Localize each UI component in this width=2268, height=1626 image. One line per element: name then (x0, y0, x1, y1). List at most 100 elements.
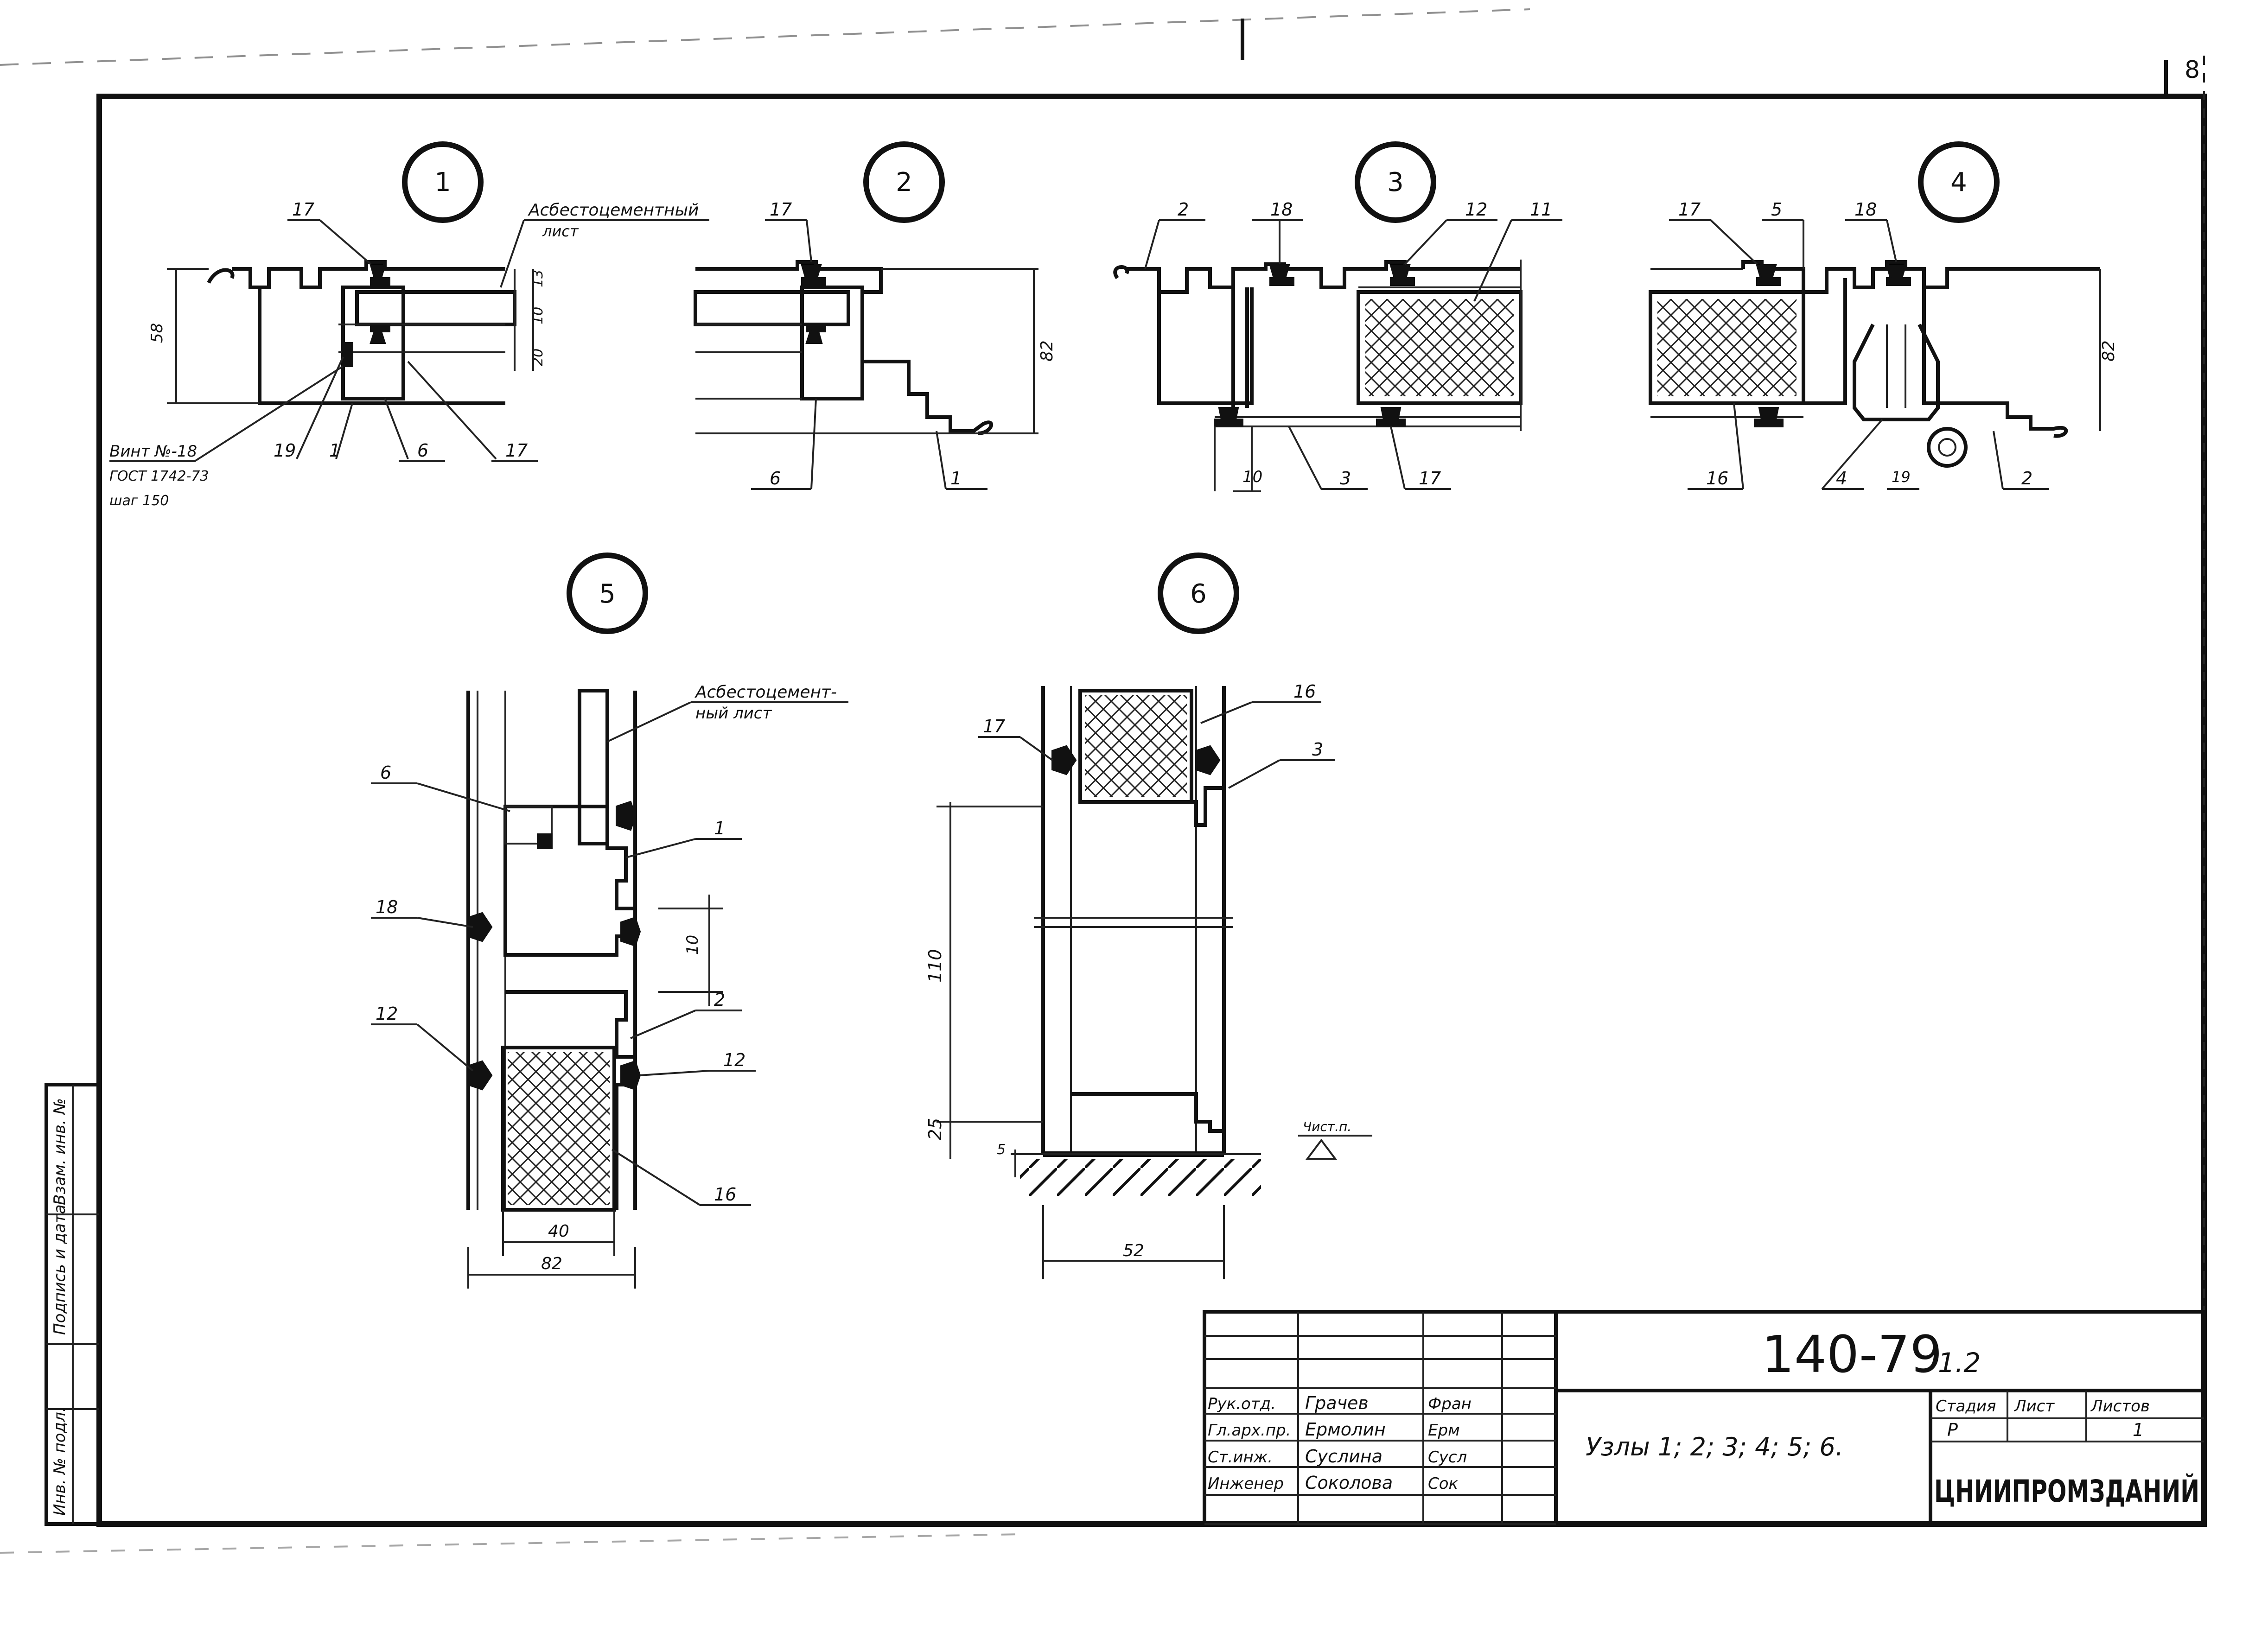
label-1-screw-b: ГОСТ 1742-73 (109, 468, 209, 484)
label-3-18: 18 (1270, 199, 1293, 220)
doc-suffix: 1.2 (1938, 1347, 1981, 1378)
detail-5 (466, 689, 723, 1289)
doc-number: 140-79 (1762, 1325, 1943, 1384)
dim-2-82: 82 (1038, 340, 1057, 362)
label-1-asbestos-b: лист (542, 222, 579, 240)
label-5-asbestos-a: Асбестоцемент- (694, 683, 837, 702)
label-3-12: 12 (1465, 199, 1487, 220)
label-4-2: 2 (2021, 468, 2032, 489)
row-3-signature: Сусл (1428, 1448, 1467, 1467)
dim-1-58: 58 (148, 323, 166, 343)
detail-3 (1113, 260, 1523, 431)
dim-4-82: 82 (2099, 340, 2118, 362)
label-3-17: 17 (1419, 468, 1441, 489)
node-marker-6: 6 (1158, 553, 1239, 634)
svg-text:4: 4 (1950, 167, 1967, 197)
label-4-5: 5 (1771, 199, 1782, 220)
stamp-sign-label: Подпись и дата (51, 1204, 69, 1335)
dim-6-110: 110 (925, 949, 945, 983)
node-marker-5: 5 (567, 553, 648, 634)
row-4-signature: Сок (1428, 1474, 1459, 1493)
node-marker-4: 4 (1918, 141, 2000, 223)
label-4-18: 18 (1854, 199, 1877, 220)
dim-5-10: 10 (683, 935, 702, 955)
label-4-19: 19 (1892, 468, 1911, 486)
node-marker-1: 1 (402, 141, 484, 223)
label-4-16: 16 (1706, 468, 1728, 489)
label-5-1: 1 (714, 818, 725, 838)
dim-6-52: 52 (1123, 1241, 1144, 1260)
dim-6-5: 5 (997, 1142, 1006, 1158)
label-5-6: 6 (380, 762, 391, 783)
label-4-17: 17 (1678, 199, 1701, 220)
svg-text:2: 2 (896, 167, 912, 197)
detail-4 (1649, 260, 2101, 468)
stage-header: Стадия (1936, 1397, 1996, 1416)
dim-5-40: 40 (548, 1222, 569, 1241)
row-1-signature: Фран (1428, 1395, 1472, 1413)
node-marker-2: 2 (863, 141, 945, 223)
detail-5-labels: Асбестоцемент- ный лист 6 1 18 10 12 2 1… (371, 683, 848, 1273)
svg-text:3: 3 (1387, 167, 1404, 197)
stamp-replace-label: Взам. инв. № (51, 1098, 69, 1205)
label-2-6: 6 (770, 468, 781, 489)
sheets-value: 1 (2133, 1420, 2144, 1440)
sheet-header: Лист (2013, 1397, 2055, 1416)
label-1-asbestos-a: Асбестоцементный (528, 201, 699, 220)
row-3-role: Ст.инж. (1208, 1448, 1273, 1467)
row-1-name: Грачев (1305, 1393, 1369, 1413)
label-5-16: 16 (714, 1184, 736, 1205)
stage-value: Р (1947, 1420, 1958, 1440)
label-6-3: 3 (1312, 739, 1323, 760)
row-1-role: Рук.отд. (1208, 1395, 1276, 1413)
label-2-17: 17 (770, 199, 792, 220)
svg-text:6: 6 (1190, 579, 1207, 609)
label-1-17b: 17 (505, 440, 528, 461)
side-stamp: Инв. № подл. Подпись и дата Взам. инв. № (45, 1083, 101, 1526)
dim-6-25: 25 (925, 1118, 945, 1140)
row-4-name: Соколова (1305, 1473, 1393, 1493)
detail-3-labels: 2 18 12 11 10 3 17 (1144, 199, 1562, 492)
label-5-12a: 12 (376, 1004, 398, 1024)
row-4-role: Инженер (1208, 1474, 1284, 1493)
row-2-role: Гл.арх.пр. (1208, 1421, 1291, 1440)
label-1-screw-c: шаг 150 (109, 493, 169, 509)
label-6-16: 16 (1293, 681, 1316, 702)
label-3-3: 3 (1340, 468, 1351, 489)
svg-text:1: 1 (434, 167, 451, 197)
row-2-signature: Ерм (1428, 1421, 1460, 1440)
detail-1 (167, 260, 516, 405)
stamp-inv-label: Инв. № подл. (51, 1407, 69, 1516)
sheet-title: Узлы 1; 2; 3; 4; 5; 6. (1586, 1432, 1843, 1461)
label-1-17: 17 (292, 199, 314, 220)
dim-3-10: 10 (1242, 468, 1262, 486)
organization-name: ЦНИИПРОМЗДАНИЙ (1934, 1473, 2199, 1509)
detail-6-labels: 17 16 3 110 25 5 Чист.п. 52 (925, 681, 1351, 1260)
sheets-header: Листов (2090, 1397, 2150, 1416)
label-1-19: 19 (274, 440, 296, 461)
label-2-1: 1 (950, 468, 962, 489)
detail-4-labels: 17 5 18 82 16 4 19 2 (1669, 199, 2118, 490)
title-block (1203, 1310, 2206, 1526)
row-3-name: Суслина (1305, 1446, 1382, 1467)
detail-6 (937, 686, 1372, 1279)
page-number: 8 (2185, 56, 2200, 84)
label-3-2: 2 (1178, 199, 1189, 220)
label-3-11: 11 (1530, 199, 1552, 220)
node-marker-3: 3 (1355, 141, 1436, 223)
detail-2-labels: 17 82 6 1 (751, 199, 1057, 490)
label-5-asbestos-b: ный лист (695, 704, 772, 723)
svg-text:5: 5 (599, 579, 616, 609)
label-5-2: 2 (714, 990, 725, 1010)
detail-1-labels: 17 Асбестоцементный лист 58 20 10 13 19 … (109, 199, 709, 509)
label-1-screw-a: Винт №-18 (109, 442, 197, 461)
label-5-18: 18 (376, 897, 398, 917)
dim-5-82: 82 (541, 1254, 562, 1273)
label-5-12b: 12 (723, 1050, 745, 1070)
label-6-17: 17 (983, 716, 1005, 737)
label-1-6: 6 (417, 440, 428, 461)
sheet-frame (0, 8, 2207, 1554)
row-2-name: Ермолин (1305, 1419, 1386, 1440)
label-6-level: Чист.п. (1303, 1119, 1351, 1134)
